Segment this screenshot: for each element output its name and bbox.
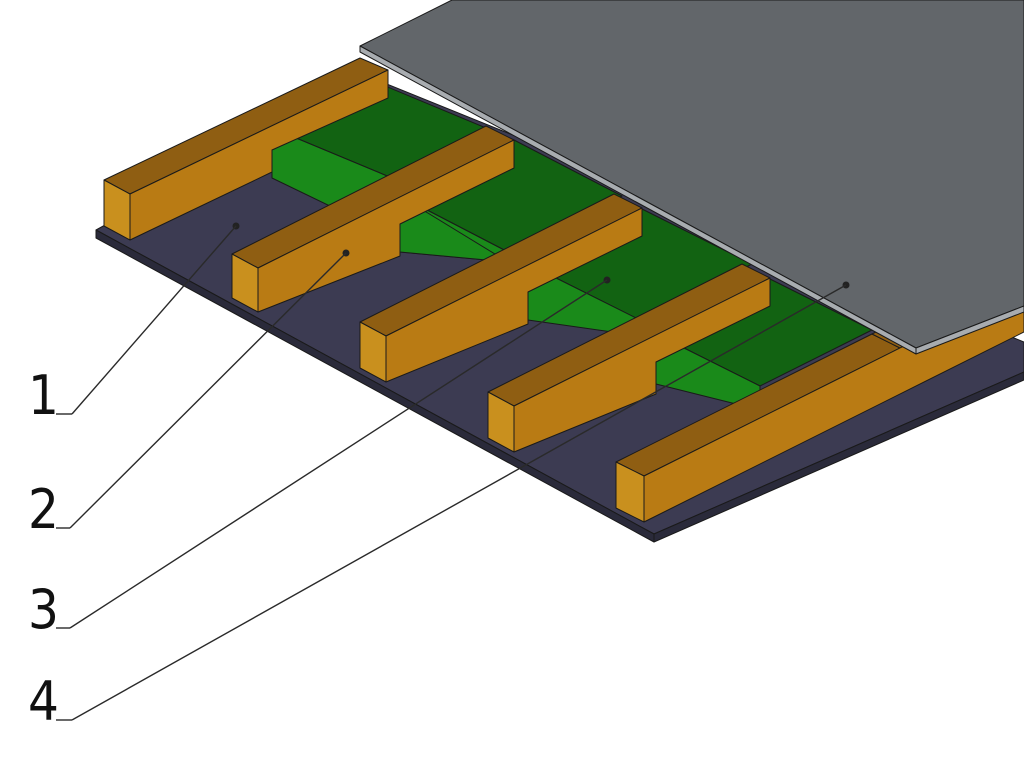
joist-end (359, 321, 387, 383)
joist-1 (103, 57, 389, 241)
callout-1: 1 (28, 222, 240, 427)
joist-end (103, 179, 131, 241)
joist-2 (231, 125, 515, 313)
sheathing-panel (359, 0, 1024, 355)
callout-4-label: 4 (28, 670, 59, 733)
joist-4 (487, 263, 771, 453)
callout-2: 2 (28, 249, 350, 541)
callout-3-label: 3 (28, 578, 59, 641)
sheathing-right-edge (915, 305, 1024, 355)
callout-3: 3 (28, 276, 611, 641)
callout-1-label: 1 (28, 364, 59, 427)
callout-2-leader (69, 252, 347, 529)
callout-2-label: 2 (28, 478, 59, 541)
insulation-bay-2 (399, 139, 623, 263)
callout-4-leader (71, 284, 847, 721)
callout-1-leader (71, 225, 237, 415)
callout-3-leader (69, 279, 608, 629)
base-plate-right-edge (653, 371, 1024, 543)
joist-end (231, 253, 259, 313)
joist-end (487, 391, 515, 453)
joist-end (615, 461, 645, 523)
joist-3 (359, 193, 643, 383)
callout-4: 4 (28, 281, 850, 733)
